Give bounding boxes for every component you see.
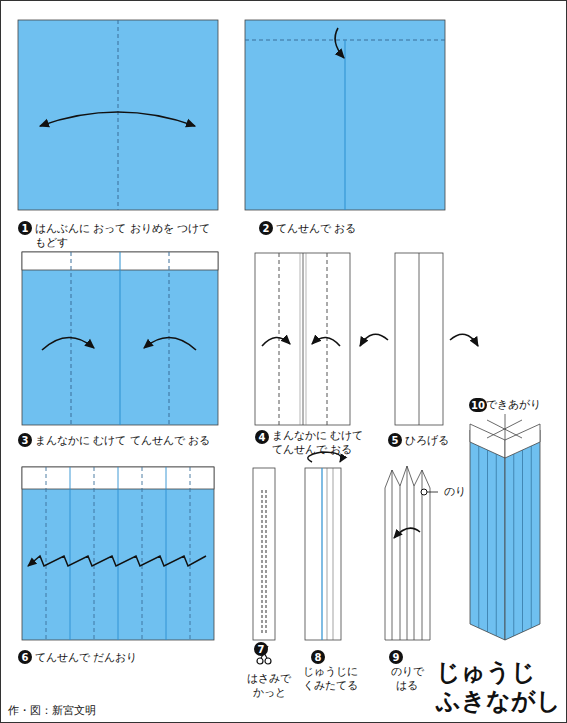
step-number: 4 — [255, 430, 269, 444]
step-number: 6 — [18, 650, 32, 664]
step-caption: できあがり — [486, 397, 556, 411]
title: じゅうじ ふきながし — [436, 658, 562, 716]
step-number-text: 7 — [258, 644, 265, 655]
step-number-text: 3 — [22, 435, 29, 446]
step-caption: てんせんで だんおり — [35, 650, 225, 664]
step-number-text: 1 — [22, 223, 29, 234]
step-number: 8 — [311, 650, 325, 664]
step-caption: じゅうじに くみたてる — [296, 664, 364, 692]
glue-label: のり — [444, 484, 474, 498]
step-number-text: 4 — [259, 432, 266, 443]
step-caption: ひろげる — [405, 433, 485, 447]
step-caption: はんぶんに おって おりめを つけて もどす — [35, 221, 235, 249]
step-caption: まんなかに むけて てんせんで おる — [272, 428, 372, 456]
step-number: 9 — [389, 650, 403, 664]
step-number-text: 2 — [263, 223, 270, 234]
step-caption: はさみで かっと — [234, 671, 304, 699]
step-caption: のりで はる — [382, 664, 432, 692]
step-number: 1 — [18, 221, 32, 235]
step-number: 10 — [469, 398, 487, 412]
step-number: 2 — [259, 221, 273, 235]
step-caption: てんせんで おる — [276, 221, 426, 235]
step-number: 3 — [18, 433, 32, 447]
step-number: 5 — [388, 433, 402, 447]
step-number-text: 9 — [393, 652, 400, 663]
step-number-text: 10 — [471, 400, 485, 411]
step-number-text: 8 — [315, 652, 322, 663]
credit: 作・図：新宮文明 — [8, 703, 158, 717]
step-number: 7 — [254, 642, 268, 656]
step-number-text: 5 — [392, 435, 399, 446]
step-number-text: 6 — [22, 652, 29, 663]
step-caption: まんなかに むけて てんせんで おる — [35, 433, 225, 447]
